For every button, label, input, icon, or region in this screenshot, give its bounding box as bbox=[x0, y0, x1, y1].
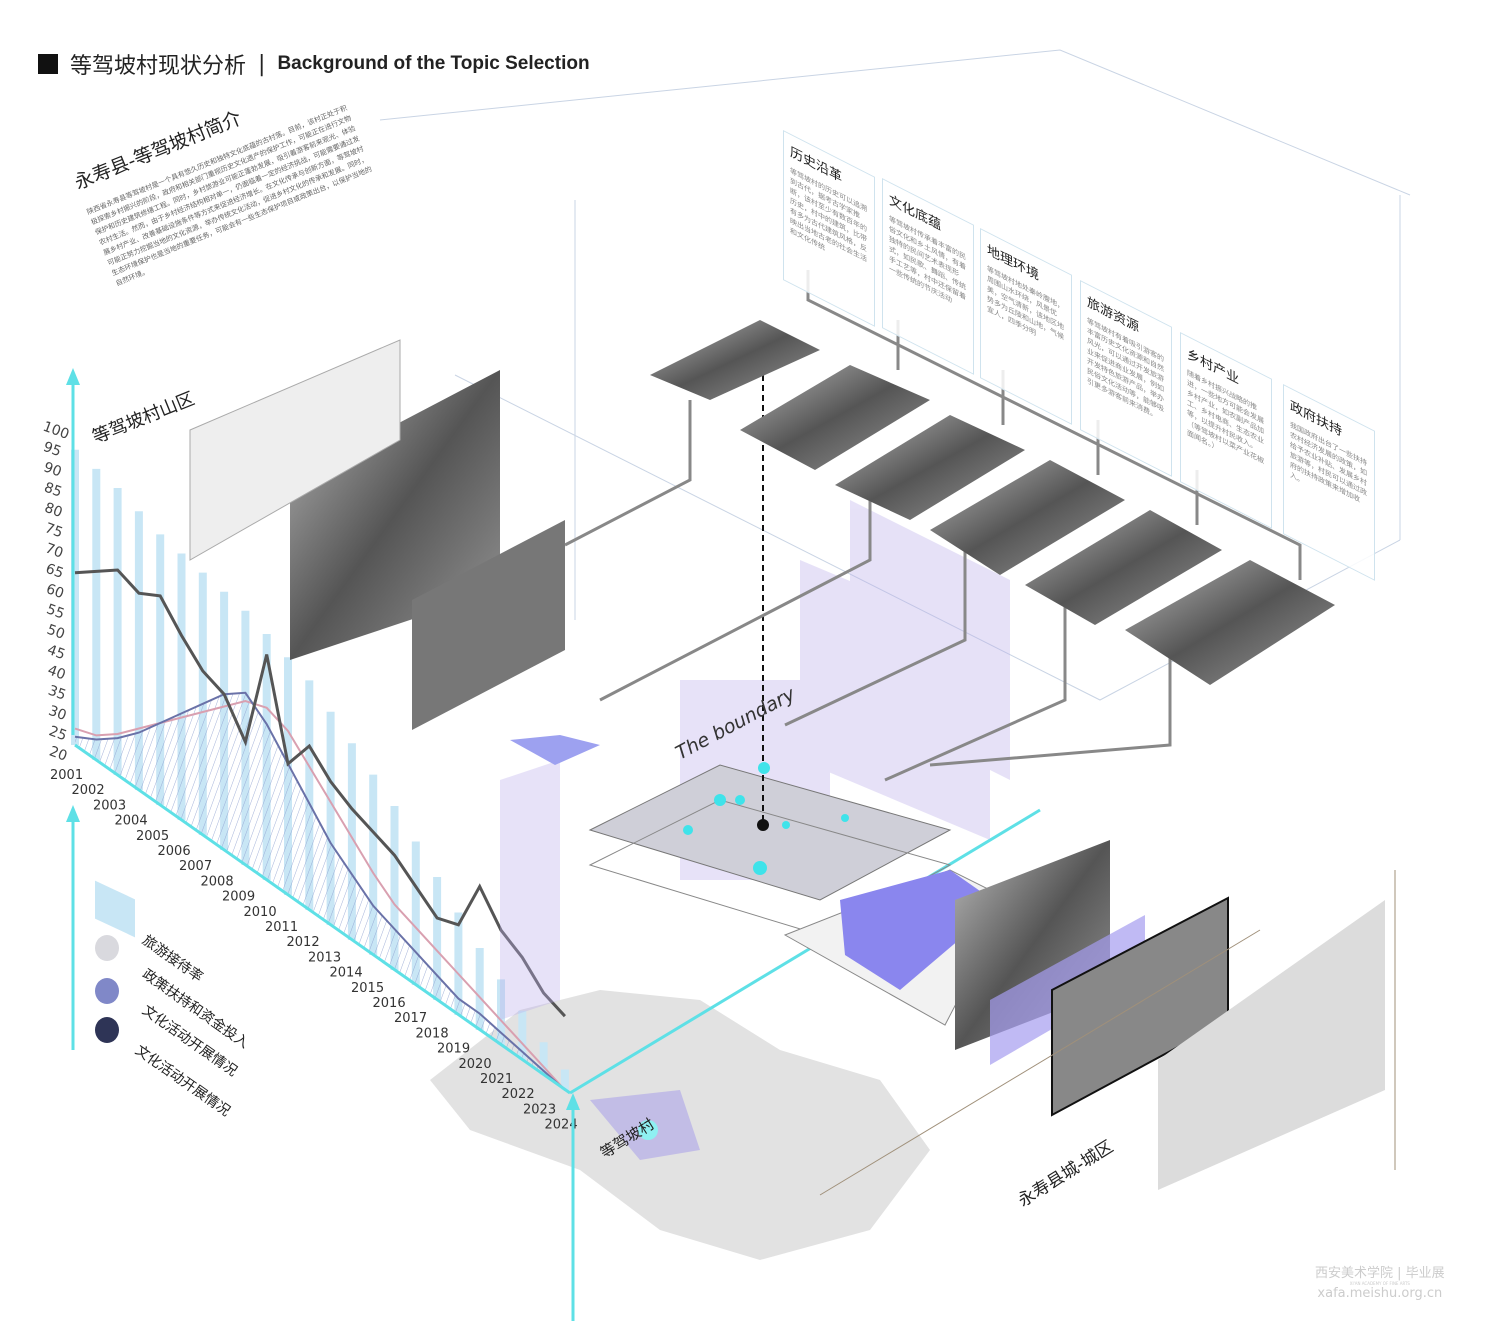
y-tick-label: 60 bbox=[44, 581, 66, 602]
x-tick-label: 2018 bbox=[416, 1026, 449, 1041]
y-tick-label: 55 bbox=[44, 601, 66, 622]
x-tick-label: 2006 bbox=[158, 844, 191, 859]
x-tick-label: 2011 bbox=[265, 920, 298, 935]
watermark-event: 毕业展 bbox=[1406, 1266, 1445, 1281]
x-tick-label: 2009 bbox=[222, 890, 255, 905]
x-tick-label: 2014 bbox=[330, 966, 363, 981]
x-tick-label: 2017 bbox=[394, 1011, 427, 1026]
x-tick-label: 2007 bbox=[179, 859, 212, 874]
x-tick-label: 2022 bbox=[502, 1087, 535, 1102]
x-tick-label: 2015 bbox=[351, 981, 384, 996]
x-tick-label: 2021 bbox=[480, 1072, 513, 1087]
legend-swatch-dot bbox=[95, 935, 119, 961]
x-tick-label: 2016 bbox=[373, 996, 406, 1011]
arrow-up-icon bbox=[66, 368, 80, 385]
y-tick-label: 85 bbox=[42, 480, 64, 501]
y-tick-label: 65 bbox=[43, 561, 65, 582]
legend-swatch-dot bbox=[95, 1017, 119, 1043]
x-tick-label: 2003 bbox=[93, 798, 126, 813]
blue-patch bbox=[510, 735, 600, 765]
x-tick-label: 2008 bbox=[201, 874, 234, 889]
y-tick-label: 90 bbox=[41, 459, 63, 480]
x-tick-label: 2001 bbox=[50, 768, 83, 783]
x-tick-label: 2013 bbox=[308, 950, 341, 965]
x-tick-label: 2012 bbox=[287, 935, 320, 950]
y-tick-label: 75 bbox=[43, 520, 65, 541]
x-tick-label: 2010 bbox=[244, 905, 277, 920]
y-tick-label: 70 bbox=[43, 541, 65, 562]
y-tick-label: 50 bbox=[45, 622, 67, 643]
legend-swatch-dot bbox=[95, 978, 119, 1004]
watermark-url: xafa.meishu.org.cn bbox=[1315, 1286, 1445, 1301]
y-tick-label: 20 bbox=[47, 744, 69, 765]
x-tick-label: 2023 bbox=[523, 1102, 556, 1117]
y-tick-label: 95 bbox=[41, 439, 63, 460]
x-tick-label: 2005 bbox=[136, 829, 169, 844]
arrow-up-icon bbox=[66, 805, 80, 822]
y-tick-label: 45 bbox=[45, 642, 67, 663]
x-tick-label: 2019 bbox=[437, 1042, 470, 1057]
watermark: 西安美术学院 | 毕业展 XI'AN ACADEMY OF FINE ARTS … bbox=[1315, 1262, 1445, 1301]
y-tick-label: 80 bbox=[42, 500, 64, 521]
watermark-school: 西安美术学院 bbox=[1315, 1266, 1393, 1281]
y-tick-label: 100 bbox=[41, 419, 72, 443]
y-tick-label: 35 bbox=[46, 683, 68, 704]
x-tick-label: 2004 bbox=[115, 814, 148, 829]
y-tick-label: 30 bbox=[46, 703, 68, 724]
x-tick-label: 2002 bbox=[72, 783, 105, 798]
x-tick-label: 2020 bbox=[459, 1057, 492, 1072]
center-point-icon bbox=[757, 819, 769, 831]
y-tick-label: 25 bbox=[47, 723, 69, 744]
area-series bbox=[75, 693, 565, 1090]
y-tick-label: 40 bbox=[45, 662, 67, 683]
